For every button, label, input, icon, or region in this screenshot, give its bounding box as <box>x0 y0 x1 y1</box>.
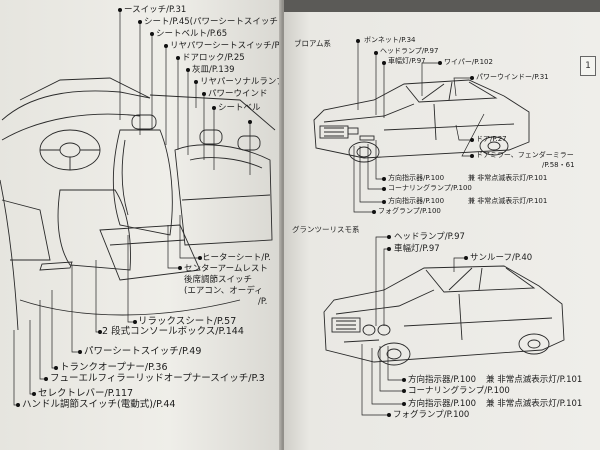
callout-label: フューエルフィラーリッドオープナースイッチ/P.3 <box>50 373 265 384</box>
callout-label: リラックスシート/P.57 <box>138 316 237 327</box>
leader-dot <box>118 8 122 12</box>
leader-dot <box>202 92 206 96</box>
callout-label: (エアコン、オーディ <box>184 286 263 296</box>
callout-label: ハンドル調節スイッチ(電動式)/P.44 <box>22 399 176 410</box>
callout-label: 方向指示器/P.100 <box>408 399 477 409</box>
section-title-brougham: ブロアム系 <box>294 39 331 48</box>
callout-label: シート/P.45(パワーシートスイッチ <box>144 17 278 27</box>
leader-dot <box>248 120 252 124</box>
leader-dot <box>382 61 386 65</box>
leader-dot <box>402 378 406 382</box>
car-brougham <box>313 79 530 163</box>
leader-dot <box>78 350 82 354</box>
callout-label: 兼 非常点滅表示灯/P.101 <box>486 375 583 385</box>
leader-dot <box>98 330 102 334</box>
leader-dot <box>198 256 202 260</box>
leader-dot <box>32 392 36 396</box>
callout-label: /P. <box>258 297 268 307</box>
callout-label: 車幅灯/P.97 <box>394 244 440 254</box>
leader-dot <box>150 32 154 36</box>
leader-dot <box>138 20 142 24</box>
leader-dot <box>438 61 442 65</box>
callout-label: フォグランプ/P.100 <box>378 207 441 215</box>
callout-label: コーナリングランプ/P.100 <box>408 386 510 396</box>
leader-dot <box>374 51 378 55</box>
leader-dot <box>382 200 386 204</box>
leader-dot <box>387 235 391 239</box>
callout-label: センターアームレスト <box>184 264 268 274</box>
callout-label: 兼 非常点滅表示灯/P.101 <box>468 174 548 182</box>
callout-label: コーナリングランプ/P.100 <box>388 184 472 192</box>
leader-dot <box>464 256 468 260</box>
callout-label: リヤパーソナルランプ <box>200 77 282 87</box>
callout-label: 方向指示器/P.100 <box>408 375 477 385</box>
callout-label: ボンネット/P.34 <box>364 36 416 44</box>
leader-dot <box>133 320 137 324</box>
leader-dot <box>212 106 216 110</box>
callout-label: リヤパワーシートスイッチ/P. <box>170 41 282 51</box>
callout-label: パワーウインド <box>208 89 268 99</box>
callout-label: シートベルト/P.65 <box>156 29 228 39</box>
callout-label: ヘッドランプ/P.97 <box>380 47 439 55</box>
callout-label: 方向指示器/P.100 <box>388 197 445 205</box>
leader-dot <box>372 210 376 214</box>
callout-label: セレクトレバー/P.117 <box>38 388 134 399</box>
callout-label: フォグランプ/P.100 <box>393 410 470 420</box>
leader-dot <box>176 56 180 60</box>
leader-dot <box>16 403 20 407</box>
callout-label: ースイッチ/P.31 <box>124 5 187 15</box>
callout-label: トランクオープナー/P.36 <box>60 362 168 373</box>
callout-label: サンルーフ/P.40 <box>470 253 533 263</box>
callout-label: 後席調節スイッチ <box>184 275 253 285</box>
callout-label: ヒーターシート/P. <box>202 253 271 263</box>
leader-dot <box>387 247 391 251</box>
leader-dot <box>194 80 198 84</box>
callout-label: /P.58・61 <box>542 161 575 169</box>
chapter-tab: 1 <box>580 56 596 76</box>
leader-dot <box>54 366 58 370</box>
section-title-gran-turismo: グランツーリスモ系 <box>292 225 360 234</box>
left-page: ースイッチ/P.31 シート/P.45(パワーシートスイッチ シートベルト/P.… <box>0 0 282 450</box>
leader-dot <box>470 138 474 142</box>
callout-label: パワーシートスイッチ/P.49 <box>84 346 202 357</box>
callout-label: 兼 非常点滅表示灯/P.101 <box>486 399 583 409</box>
leader-dot <box>470 76 474 80</box>
callout-label: パワーウインドー/P.31 <box>476 73 549 81</box>
leader-dot <box>402 402 406 406</box>
callout-label: ワイパー/P.102 <box>444 58 493 66</box>
callout-label: ドアミラー、フェンダーミラー <box>476 151 574 159</box>
header-band <box>284 0 600 12</box>
book-gutter <box>279 0 287 450</box>
car-gran-turismo <box>323 265 565 366</box>
leader-dot <box>402 389 406 393</box>
right-page: 1 <box>284 0 600 450</box>
leader-dot <box>44 377 48 381</box>
leader-dot <box>356 39 360 43</box>
callout-label: ドアロック/P.25 <box>182 53 245 63</box>
leader-dot <box>470 154 474 158</box>
callout-label: 方向指示器/P.100 <box>388 174 445 182</box>
leader-dot <box>382 177 386 181</box>
callout-label: ヘッドランプ/P.97 <box>394 232 465 242</box>
leader-dot <box>178 266 182 270</box>
callout-label: 兼 非常点滅表示灯/P.101 <box>468 197 548 205</box>
leader-dot <box>186 68 190 72</box>
callout-label: シートベル <box>218 103 261 113</box>
leader-dot <box>387 413 391 417</box>
callout-label: 車幅灯/P.97 <box>388 57 426 65</box>
callout-label: 2 段式コンソールボックス/P.144 <box>102 326 244 337</box>
leader-dot <box>164 44 168 48</box>
leader-dot <box>382 187 386 191</box>
callout-label: 灰皿/P.139 <box>192 65 235 75</box>
callout-label: ドア/P.27 <box>476 135 507 143</box>
